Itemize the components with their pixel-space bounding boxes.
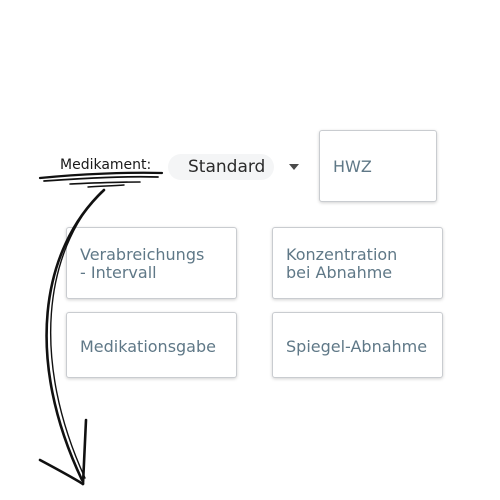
medikationsgabe-label: Medikationsgabe (80, 337, 216, 356)
verabreichungs-intervall-button[interactable]: Verabreichungs - Intervall (66, 227, 237, 299)
medikament-label: Medikament: (60, 157, 152, 173)
verabreichungs-intervall-label: Verabreichungs - Intervall (80, 245, 205, 282)
hwz-button[interactable]: HWZ (319, 130, 437, 202)
medikationsgabe-button[interactable]: Medikationsgabe (66, 312, 237, 378)
spiegel-abnahme-label: Spiegel-Abnahme (286, 337, 428, 356)
caret-down-icon (289, 164, 299, 170)
hwz-button-label: HWZ (333, 157, 372, 176)
select-highlight (168, 154, 274, 180)
konzentration-bei-abnahme-button[interactable]: Konzentration bei Abnahme (272, 227, 443, 299)
medikament-select[interactable]: Standard (168, 152, 308, 182)
konzentration-bei-abnahme-label: Konzentration bei Abnahme (286, 245, 398, 282)
spiegel-abnahme-button[interactable]: Spiegel-Abnahme (272, 312, 443, 378)
medikament-select-value: Standard (188, 157, 266, 177)
